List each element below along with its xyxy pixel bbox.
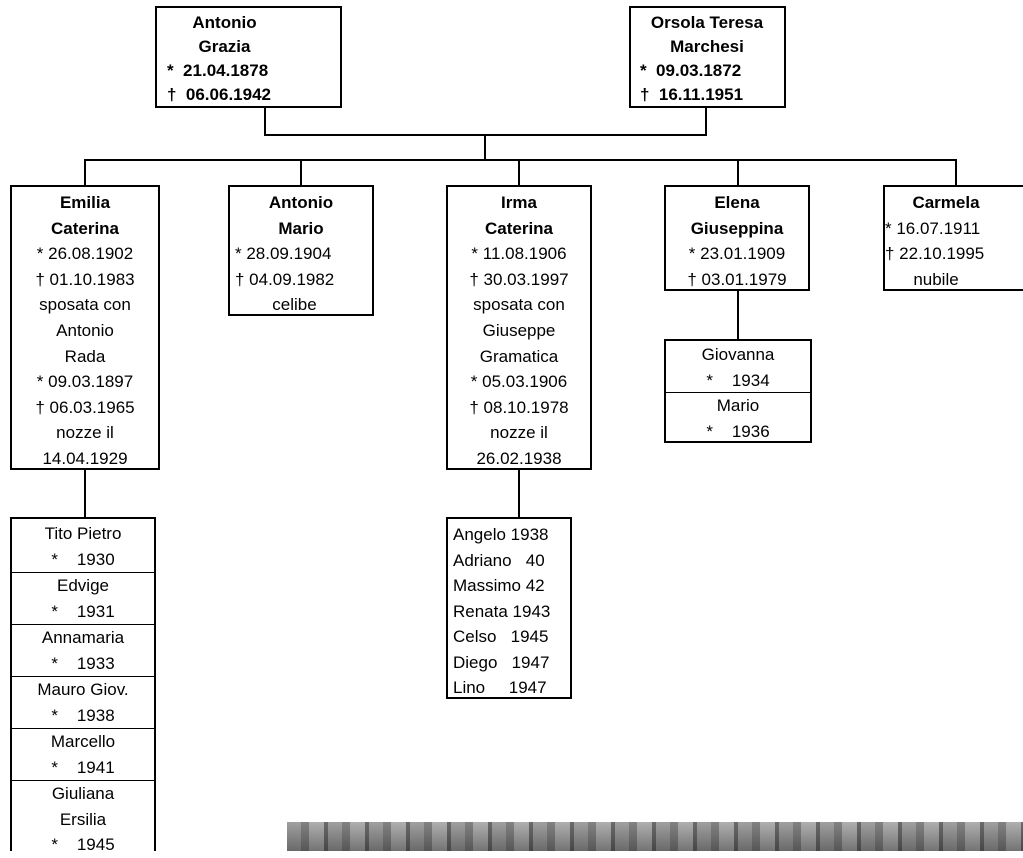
grandchildren-box-emilia: Tito Pietro * 1930 Edvige * 1931 Annamar… [10,517,156,854]
grandchild-name: Mauro Giov. [37,680,129,699]
birth-date: * 16.07.1911 [885,218,981,238]
grandchild-name: Giuliana [51,784,115,803]
connector-line [705,106,707,135]
grandchild-birth: * 1936 [706,421,770,441]
grandchild-birth: * 1931 [51,601,115,621]
connector-line [484,134,486,160]
death-date: † 16.11.1951 [640,85,744,104]
person-name: Emilia [59,193,111,212]
grandchild-entry: Mauro Giov. * 1938 [12,677,154,729]
grandchild-birth: * 1933 [51,653,115,673]
grandchild-entry: Giovanna * 1934 [666,342,810,393]
grandchild-name: Giovanna [701,345,775,364]
birth-date: * 11.08.1906 [471,244,567,264]
grandchild-name: Marcello [50,732,116,751]
spouse-name: Gramatica [479,346,559,366]
connector-line [300,159,302,186]
status-label: celibe [272,295,317,315]
death-date: † 01.10.1983 [35,269,135,289]
death-date: † 04.09.1982 [235,269,335,289]
person-name: Grazia [198,37,251,56]
person-name: Caterina [484,218,554,238]
person-name: Giuseppina [690,218,784,238]
connector-line [737,289,739,341]
grandchild-name: Edvige [57,576,109,595]
death-date: † 03.01.1979 [687,269,787,289]
grandchild-name: Ersilia [59,809,107,829]
child-box-elena: Elena Giuseppina * 23.01.1909 † 03.01.19… [664,185,810,291]
person-name: Antonio [268,193,334,212]
grandchild-entry: Lino 1947 [453,678,547,697]
birth-date: * 28.09.1904 [235,244,332,264]
marriage-label: sposata con [39,295,131,315]
connector-line [955,159,957,186]
marriage-label: sposata con [473,295,565,315]
death-date: † 22.10.1995 [885,244,985,264]
grandchild-name: Tito Pietro [44,524,122,543]
grandchild-birth: * 1941 [51,757,115,777]
person-name: Orsola Teresa [650,13,764,32]
grandchild-entry: Mario * 1936 [666,393,810,443]
parent-box-father: Antonio Grazia * 21.04.1878 † 06.06.1942 [155,6,342,108]
grandchild-entry: Angelo 1938 [453,525,549,544]
grandchild-entry: Marcello * 1941 [12,729,154,781]
person-name: Marchesi [670,37,744,56]
grandchild-birth: * 1938 [51,705,115,725]
person-name: Mario [278,218,324,238]
spouse-birth-date: * 09.03.1897 [36,372,134,392]
spouse-name: Antonio [56,320,114,340]
stone-photo-strip [287,822,1023,851]
grandchild-entry: Massimo 42 [453,576,545,595]
child-box-antonio-mario: Antonio Mario * 28.09.1904 † 04.09.1982 … [228,185,374,316]
grandchildren-box-elena: Giovanna * 1934 Mario * 1936 [664,339,812,443]
birth-date: * 21.04.1878 [167,61,269,80]
connector-line [84,159,957,161]
grandchild-entry: Renata 1943 [453,601,551,621]
person-name: Antonio [192,13,257,32]
child-box-irma: Irma Caterina * 11.08.1906 † 30.03.1997 … [446,185,592,470]
spouse-death-date: † 08.10.1978 [469,397,569,417]
person-name: Irma [501,193,537,212]
connector-line [84,468,86,518]
status-label: nubile [913,269,959,289]
grandchild-entry: Annamaria * 1933 [12,625,154,677]
connector-line [518,159,520,186]
child-box-emilia: Emilia Caterina * 26.08.1902 † 01.10.198… [10,185,160,470]
grandchild-name: Annamaria [41,628,125,647]
wedding-date: 14.04.1929 [42,448,128,468]
grandchild-name: Mario [716,396,760,415]
grandchild-entry: Tito Pietro * 1930 [12,521,154,573]
death-date: † 06.06.1942 [167,85,271,104]
parent-box-mother: Orsola Teresa Marchesi * 09.03.1872 † 16… [629,6,786,108]
spouse-name: Giuseppe [482,320,556,340]
birth-date: * 26.08.1902 [36,244,134,264]
death-date: † 30.03.1997 [469,269,569,289]
person-name: Carmela [912,193,980,212]
connector-line [518,468,520,518]
grandchild-entry: Adriano 40 [453,550,545,570]
grandchild-entry: Edvige * 1931 [12,573,154,625]
grandchild-birth: * 1945 [51,835,115,854]
connector-line [264,106,266,135]
spouse-death-date: † 06.03.1965 [35,397,135,417]
child-box-carmela: Carmela * 16.07.1911 † 22.10.1995 nubile [883,185,1023,291]
wedding-label: nozze il [56,423,114,443]
grandchild-birth: * 1934 [706,370,770,390]
birth-date: * 09.03.1872 [640,61,742,80]
person-name: Elena [714,193,760,212]
connector-line [84,159,86,186]
spouse-birth-date: * 05.03.1906 [470,372,568,392]
wedding-label: nozze il [490,423,548,443]
grandchild-entry: Giuliana Ersilia * 1945 [12,781,154,855]
birth-date: * 23.01.1909 [688,244,786,264]
grandchildren-box-irma: Angelo 1938 Adriano 40 Massimo 42 Renata… [446,517,572,699]
grandchild-entry: Celso 1945 [453,627,549,646]
spouse-name: Rada [64,346,106,366]
wedding-date: 26.02.1938 [476,448,562,468]
grandchild-birth: * 1930 [51,549,115,569]
person-name: Caterina [50,218,120,238]
connector-line [737,159,739,186]
grandchild-entry: Diego 1947 [453,652,550,672]
